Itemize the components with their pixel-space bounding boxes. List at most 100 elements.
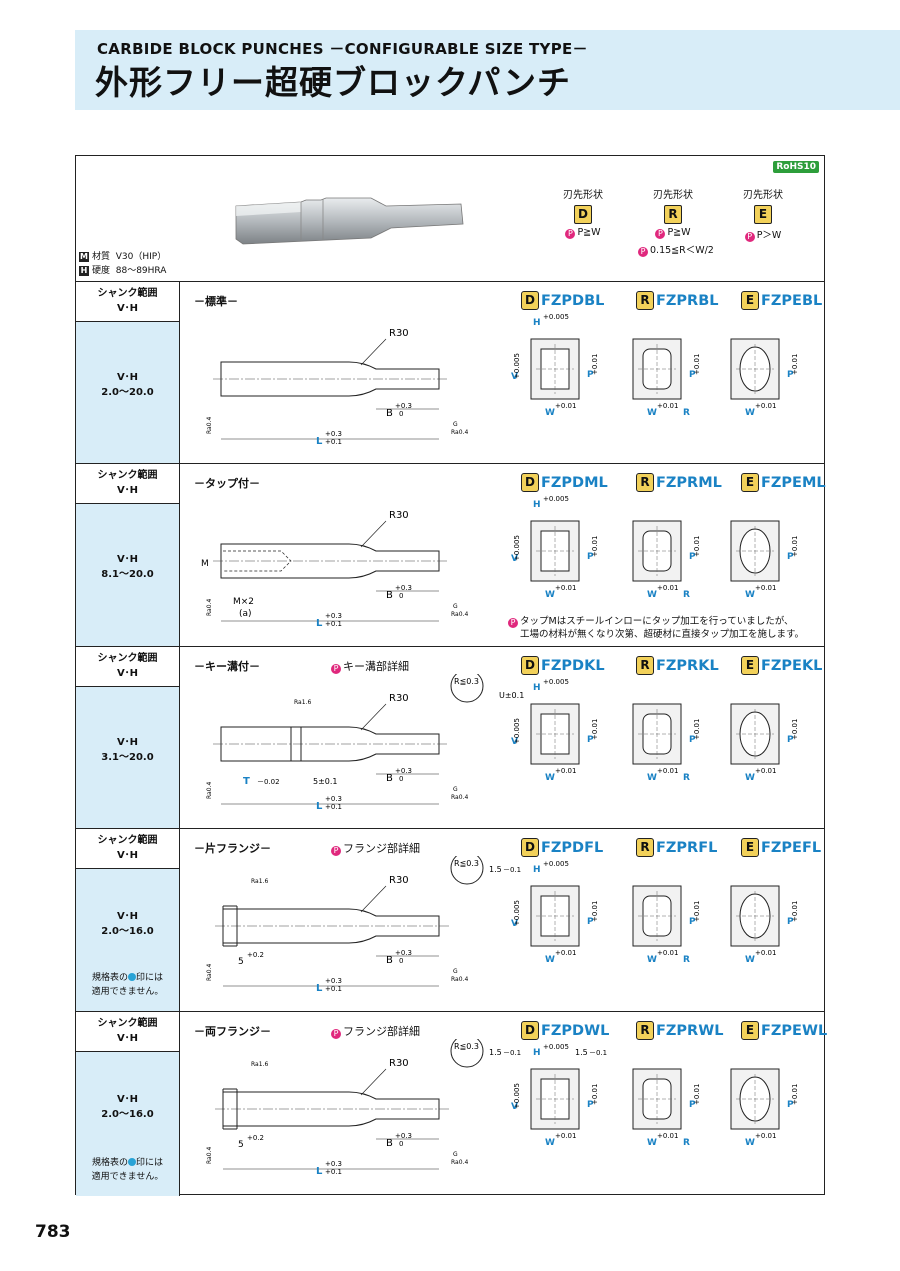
svg-text:P: P [787,1100,794,1110]
svg-text:0: 0 [399,957,403,965]
svg-text:W: W [545,1138,555,1148]
svg-text:W: W [545,773,555,783]
svg-text:R: R [683,408,690,418]
page-header: CARBIDE BLOCK PUNCHES －CONFIGURABLE SIZE… [75,30,900,110]
svg-text:Ra1.6: Ra1.6 [251,878,268,885]
svg-text:+0.01: +0.01 [555,402,576,410]
svg-text:1.5: 1.5 [489,865,502,874]
rohs-badge: RoHS10 [773,161,819,173]
svg-text:+0.01: +0.01 [755,584,776,592]
svg-text:T: T [243,776,250,787]
svg-text:+0.005: +0.005 [543,1043,569,1051]
svg-text:W: W [647,773,657,783]
svg-text:+0.01: +0.01 [693,719,701,740]
pin-icon: P [508,618,518,628]
svg-text:+0.01: +0.01 [791,1084,799,1105]
svg-text:L: L [316,618,323,629]
svg-text:+0.3: +0.3 [395,949,412,957]
svg-text:1.5: 1.5 [489,1048,502,1057]
svg-text:V: V [511,919,518,929]
svg-text:R≦0.3: R≦0.3 [454,1042,479,1051]
svg-text:+0.01: +0.01 [755,949,776,957]
svg-text:Ra0.4: Ra0.4 [451,976,468,983]
svg-text:Ra0.4: Ra0.4 [206,782,213,799]
svg-text:B: B [386,773,393,784]
svg-text:+0.01: +0.01 [555,1132,576,1140]
section-title: －両フランジ－ [194,1025,271,1038]
svg-text:W: W [545,408,555,418]
svg-text:+0.1: +0.1 [325,985,342,993]
svg-text:R30: R30 [389,328,409,339]
punch-photo [235,197,464,245]
svg-text:L: L [316,983,323,994]
svg-text:P: P [587,370,594,380]
svg-text:+0.01: +0.01 [657,1132,678,1140]
svg-text:+0.3: +0.3 [395,767,412,775]
svg-text:+0.01: +0.01 [657,584,678,592]
svg-text:W: W [745,773,755,783]
svg-text:P: P [587,1100,594,1110]
svg-text:U±0.1: U±0.1 [499,691,524,700]
svg-text:+0.01: +0.01 [791,536,799,557]
section-title: －片フランジ－ [194,842,271,855]
title-jp: 外形フリー超硬ブロックパンチ [95,63,571,102]
svg-text:V: V [511,554,518,564]
svg-text:+0.005: +0.005 [543,495,569,503]
svg-text:0: 0 [399,592,403,600]
svg-text:(a): (a) [239,609,252,619]
svg-text:+0.01: +0.01 [657,949,678,957]
pin-icon: P [638,247,648,257]
svg-text:P: P [587,917,594,927]
page-number: 783 [35,1222,71,1242]
svg-text:B: B [386,1138,393,1149]
svg-text:G: G [453,1151,458,1158]
svg-text:+0.01: +0.01 [693,901,701,922]
svg-text:+0.3: +0.3 [325,612,342,620]
svg-text:B: B [386,408,393,419]
svg-text:L: L [316,801,323,812]
svg-text:Ra1.6: Ra1.6 [251,1061,268,1068]
svg-text:P: P [689,552,696,562]
svg-text:Ra0.4: Ra0.4 [451,611,468,618]
svg-text:G: G [453,603,458,610]
svg-text:+0.3: +0.3 [325,795,342,803]
svg-text:L: L [316,1166,323,1177]
svg-text:Ra1.6: Ra1.6 [294,699,311,706]
svg-text:Ra0.4: Ra0.4 [451,1159,468,1166]
section-title: －キー溝付－ [194,660,260,673]
svg-text:+0.1: +0.1 [325,1168,342,1176]
svg-text:W: W [647,408,657,418]
svg-text:R30: R30 [389,1058,409,1069]
svg-text:+0.3: +0.3 [395,584,412,592]
svg-text:W: W [745,955,755,965]
svg-text:R: R [683,773,690,783]
svg-text:+0.01: +0.01 [791,901,799,922]
svg-text:+0.01: +0.01 [657,402,678,410]
svg-text:M: M [201,559,209,569]
svg-text:P: P [689,735,696,745]
svg-text:－0.1: －0.1 [589,1049,607,1057]
svg-text:P: P [787,917,794,927]
pin-icon: P [331,1029,341,1039]
